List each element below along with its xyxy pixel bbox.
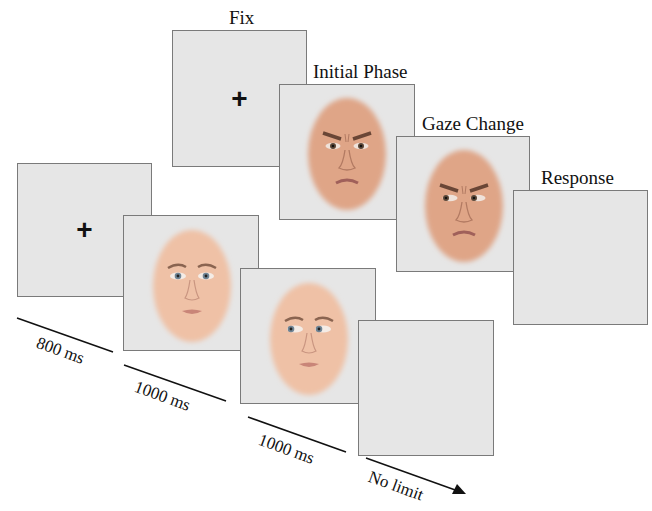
phase-heading: Fix <box>229 7 254 28</box>
phase-heading-holder: Fix <box>229 7 254 29</box>
stimulus-panel <box>123 215 259 351</box>
fixation-cross: + <box>76 216 92 244</box>
phase-heading: Initial Phase <box>313 61 407 82</box>
phase-heading-holder: Response <box>541 167 614 189</box>
male-angry-face <box>279 84 415 220</box>
phase-heading-holder: Initial Phase <box>313 61 407 83</box>
duration-label: 1000 ms <box>256 431 317 468</box>
male-angry-face-averted <box>396 136 532 272</box>
response-panel <box>358 320 494 456</box>
phase-heading: Response <box>541 167 614 188</box>
stimulus-panel <box>240 268 376 404</box>
phase-heading: Gaze Change <box>422 113 524 134</box>
arrow-head <box>452 484 466 494</box>
phase-heading-holder: Gaze Change <box>422 113 524 135</box>
fixation-cross: + <box>231 85 247 113</box>
screen-panel: Response <box>513 190 648 325</box>
female-face-averted <box>241 269 377 405</box>
duration-label: 1000 ms <box>132 378 193 415</box>
duration-label: No limit <box>366 468 426 505</box>
